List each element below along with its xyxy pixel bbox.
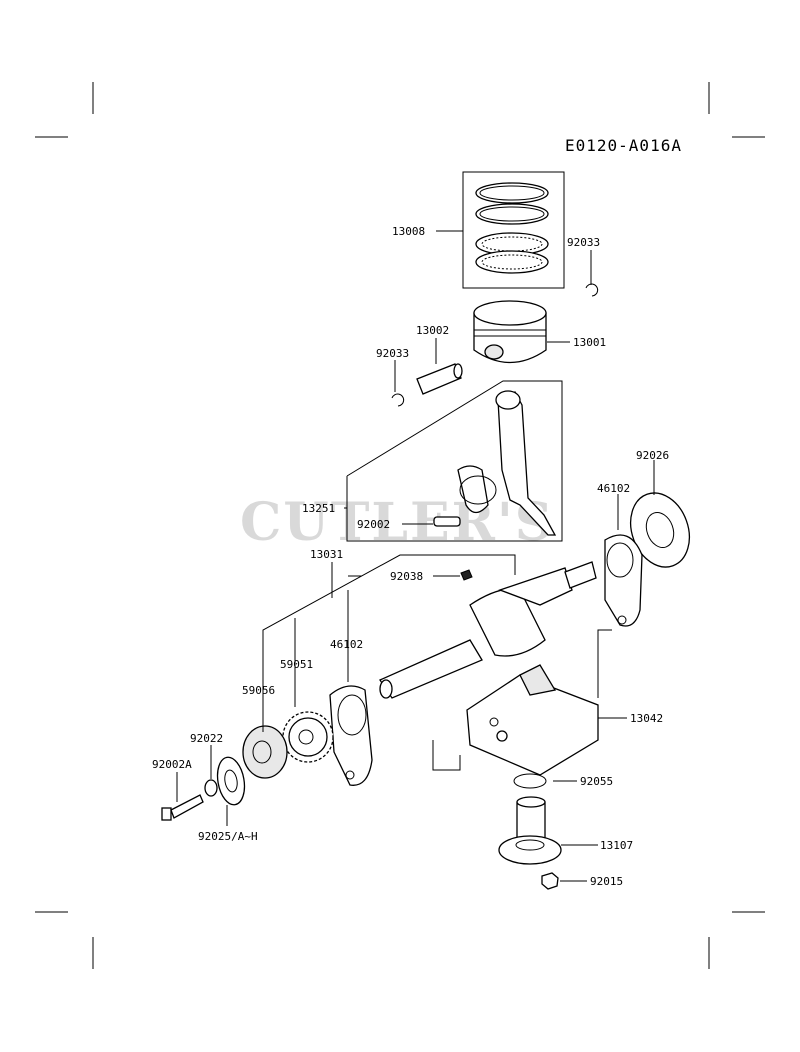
label-13042: 13042 — [630, 712, 663, 725]
piston-ring-set — [462, 171, 565, 289]
label-92015: 92015 — [590, 875, 623, 888]
label-13251: 13251 — [302, 502, 335, 515]
circlip-lower — [391, 393, 405, 407]
gear-59056 — [242, 725, 288, 779]
label-92002: 92002 — [357, 518, 390, 531]
label-92033-upper: 92033 — [567, 236, 600, 249]
key — [460, 569, 473, 581]
label-46102-right: 46102 — [597, 482, 630, 495]
crop-marks — [35, 82, 765, 969]
label-13002: 13002 — [416, 324, 449, 337]
label-92033-lower: 92033 — [376, 347, 409, 360]
washer-small — [204, 779, 218, 797]
label-92055: 92055 — [580, 775, 613, 788]
leader-lines — [176, 230, 655, 882]
crankshaft — [379, 561, 597, 699]
piston — [473, 300, 547, 364]
crankcase — [466, 664, 599, 776]
bearing-housing — [498, 796, 562, 865]
bearing-plate-left — [329, 685, 373, 786]
label-59051: 59051 — [280, 658, 313, 671]
thrust-washer — [630, 492, 690, 568]
bearing-plate-right — [604, 534, 643, 627]
label-92038: 92038 — [390, 570, 423, 583]
watermark: CUTLER'S — [240, 492, 554, 553]
label-92002A: 92002A — [152, 758, 192, 771]
shim — [216, 756, 246, 806]
label-92026: 92026 — [636, 449, 669, 462]
connecting-rod-set — [346, 380, 563, 542]
label-13008: 13008 — [392, 225, 425, 238]
label-92022: 92022 — [190, 732, 223, 745]
label-46102-left: 46102 — [330, 638, 363, 651]
bracket-lines — [262, 554, 612, 771]
label-13031: 13031 — [310, 548, 343, 561]
gear-59051 — [282, 711, 334, 763]
circlip-upper — [585, 283, 599, 297]
label-59056: 59056 — [242, 684, 275, 697]
label-13001: 13001 — [573, 336, 606, 349]
diagram-code: E0120-A016A — [565, 136, 682, 155]
nut — [541, 872, 559, 890]
label-13107: 13107 — [600, 839, 633, 852]
bolt — [161, 794, 204, 821]
part-labels: 13008 92033 13002 13001 92033 13251 9200… — [152, 225, 669, 888]
o-ring — [513, 773, 547, 789]
piston-pin — [416, 363, 463, 395]
label-92025: 92025/A~H — [198, 830, 258, 843]
